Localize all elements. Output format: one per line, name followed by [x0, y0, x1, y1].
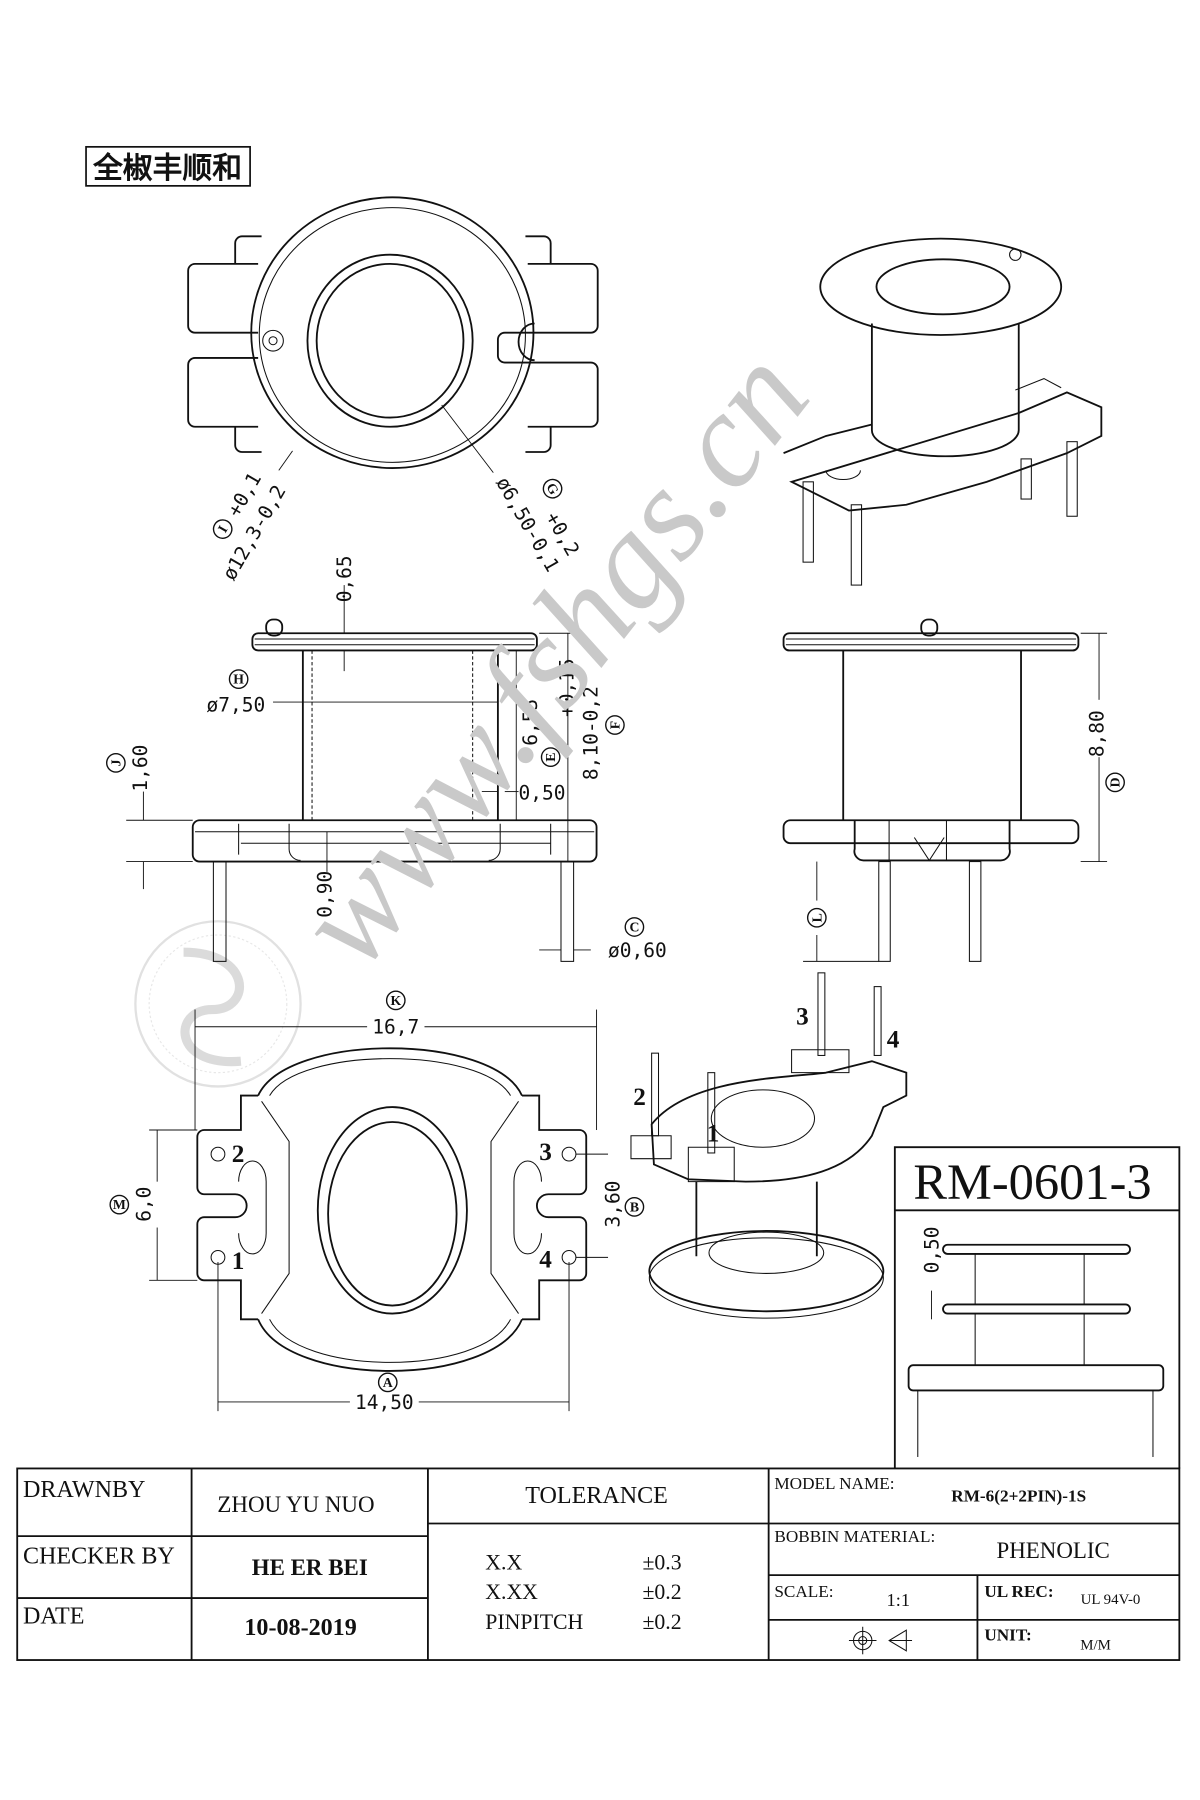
title-block: DRAWNBY ZHOU YU NUO CHECKER BY HE ER BEI… — [16, 1467, 1181, 1661]
svg-text:1,60: 1,60 — [129, 745, 152, 792]
svg-text:±0.3: ±0.3 — [642, 1550, 681, 1574]
iso-pin-label-1: 1 — [707, 1120, 720, 1147]
svg-text:CHECKER BY: CHECKER BY — [23, 1544, 175, 1570]
svg-text:16,7: 16,7 — [372, 1016, 419, 1039]
svg-text:UL REC:: UL REC: — [984, 1582, 1053, 1601]
svg-text:X.XX: X.XX — [485, 1580, 538, 1604]
svg-text:M: M — [113, 1197, 126, 1212]
seal-watermark — [134, 920, 302, 1088]
svg-text:ø7,50: ø7,50 — [207, 693, 266, 716]
pin-label-4: 4 — [539, 1247, 552, 1274]
header-label: 全椒丰顺和 — [85, 145, 251, 187]
overall-height-dim: +0,15 8,10-0,2 F — [556, 658, 625, 780]
pin-label-1: 1 — [232, 1248, 245, 1275]
svg-text:E: E — [543, 753, 558, 762]
model-number: RM-0601-3 — [913, 1154, 1151, 1210]
front-view — [782, 618, 1108, 962]
svg-text:C: C — [629, 919, 639, 934]
svg-text:PHENOLIC: PHENOLIC — [996, 1538, 1109, 1563]
svg-text:ZHOU YU NUO: ZHOU YU NUO — [217, 1492, 374, 1517]
svg-text:0,50: 0,50 — [920, 1226, 943, 1273]
svg-text:14,50: 14,50 — [355, 1391, 414, 1414]
pin-label-3: 3 — [539, 1139, 552, 1166]
svg-text:A: A — [383, 1375, 393, 1390]
svg-text:SCALE:: SCALE: — [774, 1582, 833, 1601]
flange-thickness-dim: 0,65 — [333, 555, 356, 602]
svg-text:全椒丰顺和: 全椒丰顺和 — [92, 151, 242, 185]
winding-height-dim: 6,55 E — [519, 699, 561, 768]
svg-text:UL 94V-0: UL 94V-0 — [1081, 1592, 1141, 1608]
total-height-dim: 8,80 D — [1086, 710, 1125, 793]
column-diameter-dim: H ø7,50 — [207, 669, 266, 716]
svg-text:HE ER BEI: HE ER BEI — [252, 1555, 368, 1580]
watermark-text: www.fshgs.cn — [267, 322, 837, 993]
width-dim: K 16,7 — [372, 990, 419, 1039]
svg-text:UNIT:: UNIT: — [984, 1626, 1031, 1645]
svg-text:8,80: 8,80 — [1086, 710, 1109, 757]
iso-pin-label-4: 4 — [887, 1026, 900, 1053]
svg-text:6,0: 6,0 — [132, 1187, 155, 1222]
svg-text:10-08-2019: 10-08-2019 — [244, 1615, 356, 1641]
svg-text:MODEL NAME:: MODEL NAME: — [774, 1474, 894, 1493]
iso-pin-label-3: 3 — [796, 1003, 809, 1030]
pin-label-2: 2 — [232, 1141, 245, 1168]
svg-text:X.X: X.X — [485, 1550, 522, 1574]
model-box: RM-0601-3 0,50 — [893, 1146, 1181, 1469]
svg-text:8,10-0,2: 8,10-0,2 — [580, 686, 603, 780]
bottom-view — [149, 1009, 609, 1412]
side-view — [126, 585, 598, 962]
pin-diameter-dim: C ø0,60 — [608, 917, 667, 962]
svg-text:TOLERANCE: TOLERANCE — [525, 1483, 668, 1509]
svg-text:M/M: M/M — [1080, 1638, 1111, 1654]
svg-text:DATE: DATE — [23, 1603, 85, 1629]
svg-text:D: D — [1108, 777, 1123, 787]
outer-diameter-dim: I +0,1 ø12,3-0,2 — [212, 469, 291, 584]
base-height-dim: J 1,60 — [106, 745, 152, 792]
pin-length-dim: L — [806, 907, 827, 928]
pin-pitch-dim: 3,60 B — [602, 1181, 645, 1228]
svg-text:3,60: 3,60 — [602, 1181, 625, 1228]
iso-view-top — [783, 237, 1103, 586]
svg-text:±0.2: ±0.2 — [642, 1580, 681, 1604]
projection-symbol-icon — [848, 1626, 913, 1655]
base-step-dim: 0,90 — [314, 871, 337, 918]
svg-text:H: H — [233, 672, 244, 687]
svg-text:ø0,60: ø0,60 — [608, 939, 667, 962]
svg-text:J: J — [108, 759, 123, 766]
svg-text:±0.2: ±0.2 — [642, 1610, 681, 1634]
svg-text:6,55: 6,55 — [519, 699, 542, 746]
svg-text:F: F — [607, 721, 622, 729]
svg-text:+0,15: +0,15 — [556, 658, 579, 717]
top-view — [187, 196, 599, 473]
wall-dim: 0,50 — [519, 782, 566, 805]
svg-text:B: B — [630, 1199, 639, 1214]
pin-span-dim: A 14,50 — [355, 1372, 414, 1414]
svg-text:RM-6(2+2PIN)-1S: RM-6(2+2PIN)-1S — [951, 1487, 1086, 1506]
svg-text:L: L — [809, 913, 824, 922]
iso-pin-label-2: 2 — [633, 1084, 646, 1111]
row-span-dim: 6,0 M — [109, 1187, 155, 1222]
svg-text:PINPITCH: PINPITCH — [485, 1610, 583, 1634]
svg-text:DRAWNBY: DRAWNBY — [23, 1477, 145, 1503]
svg-text:BOBBIN MATERIAL:: BOBBIN MATERIAL: — [774, 1527, 935, 1546]
svg-text:K: K — [390, 993, 401, 1008]
svg-text:1:1: 1:1 — [887, 1590, 910, 1610]
iso-view-bottom — [630, 972, 908, 1319]
